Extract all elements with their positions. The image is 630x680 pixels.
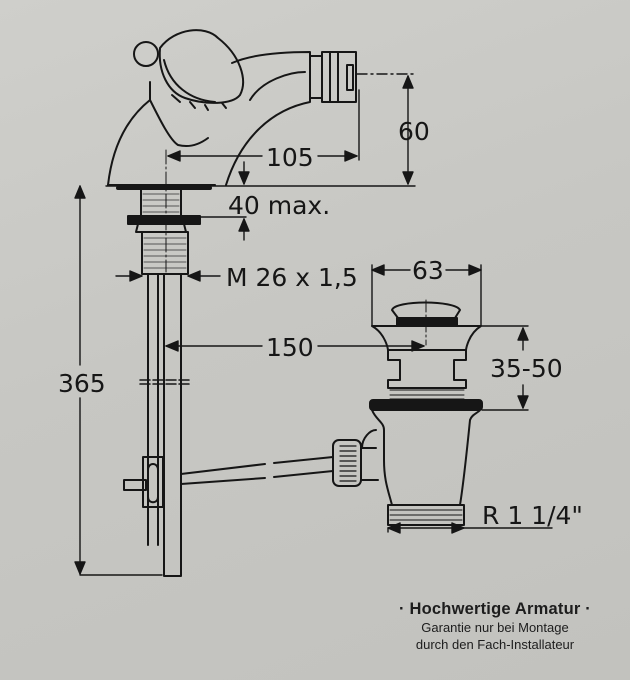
dimension-lines	[74, 73, 553, 576]
dim-150: 150	[266, 333, 314, 362]
bullet-left: ·	[399, 600, 405, 618]
mounting-shank	[123, 149, 201, 577]
note-headline-row: · Hochwertige Armatur ·	[360, 600, 630, 619]
dim-r1-1-4: R 1 1/4"	[482, 501, 583, 530]
dim-63: 63	[412, 256, 444, 285]
dim-35-50: 35-50	[490, 354, 563, 383]
popup-waste	[361, 299, 483, 526]
dim-thread-m26: M 26 x 1,5	[226, 263, 358, 292]
note-headline: Hochwertige Armatur	[409, 600, 581, 618]
dim-60: 60	[398, 117, 430, 146]
dim-40-max: 40 max.	[228, 191, 330, 220]
note-line-1: Garantie nur bei Montage	[421, 620, 569, 635]
pull-rod	[180, 439, 379, 487]
faucet-body	[107, 29, 357, 190]
bullet-right: ·	[585, 600, 591, 618]
note-line-2: durch den Fach-Installateur	[415, 637, 575, 652]
dim-365: 365	[58, 369, 106, 398]
warranty-note: · Hochwertige Armatur · Garantie nur bei…	[360, 600, 630, 653]
dim-105: 105	[266, 143, 314, 172]
